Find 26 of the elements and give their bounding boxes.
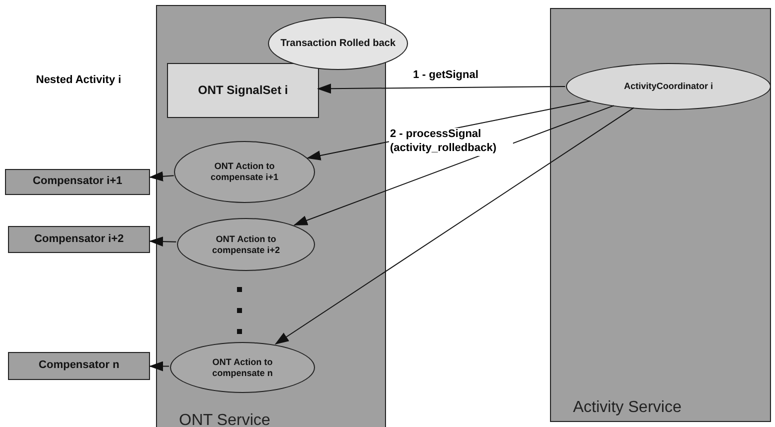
process-box <box>5 169 150 195</box>
edge-label: 1 - getSignal <box>412 69 480 83</box>
arrow <box>294 105 614 226</box>
process-box <box>8 226 150 253</box>
arrow <box>317 84 566 94</box>
node-label: ONT SignalSet i <box>198 83 288 98</box>
panel-title: ONT Service <box>179 410 270 427</box>
arrow <box>274 107 634 345</box>
arrow <box>149 361 170 372</box>
arrow <box>149 171 174 182</box>
node-label: ONT Action to compensate i+2 <box>211 234 281 256</box>
node-label: Compensator i+2 <box>34 232 124 246</box>
node-label: Compensator i+1 <box>32 175 122 189</box>
process-box <box>8 352 150 380</box>
process-box <box>167 63 319 118</box>
node-label: Transaction Rolled back <box>280 38 396 50</box>
arrow <box>149 236 177 247</box>
edge-label: 2 - processSignal (activity_rolledback) <box>389 128 513 156</box>
service-panel <box>550 8 771 422</box>
node-label: ONT Action to compensate n <box>211 356 274 378</box>
node-label: Compensator n <box>38 359 120 373</box>
node-label: ActivityCoordinator i <box>624 81 713 92</box>
ellipse-node <box>566 63 771 110</box>
annotation-text: Nested Activity i <box>36 74 122 86</box>
panel-title: Activity Service <box>573 398 682 417</box>
node-label: ONT Action to compensate i+1 <box>210 161 280 183</box>
